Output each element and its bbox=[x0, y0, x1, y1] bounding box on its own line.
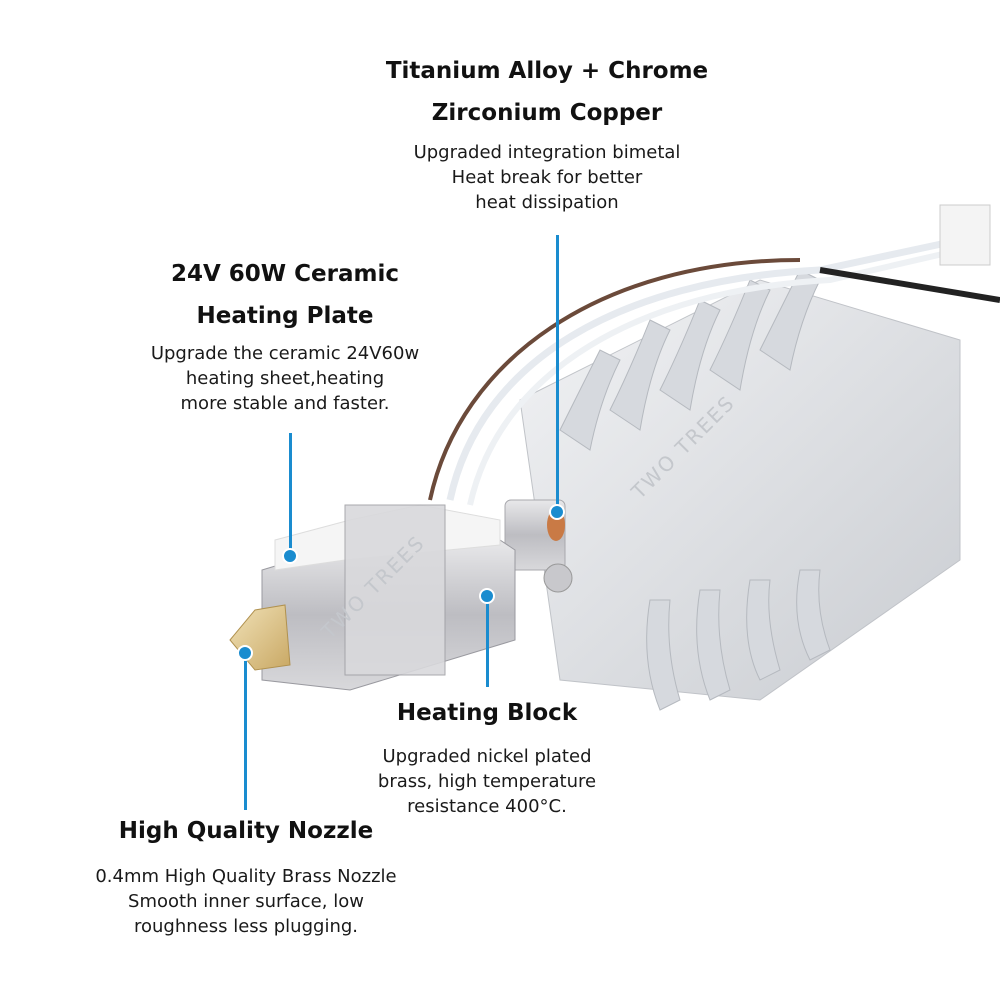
heatbreak-callout-dot bbox=[549, 504, 565, 520]
heating-block-desc-1: Upgraded nickel plated bbox=[382, 746, 592, 767]
heating-block-callout-dot bbox=[479, 588, 495, 604]
nozzle-callout-dot bbox=[237, 645, 253, 661]
connector bbox=[939, 204, 991, 266]
heating-plate-callout-line bbox=[289, 433, 292, 555]
nozzle-title: High Quality Nozzle bbox=[118, 818, 374, 844]
heatbreak-callout: Titanium Alloy + Chrome Zirconium Copper… bbox=[347, 50, 747, 215]
heatbreak-title-2: Zirconium Copper bbox=[431, 100, 663, 126]
heatbreak-desc-3: heat dissipation bbox=[475, 192, 619, 213]
heatsink bbox=[519, 269, 961, 711]
heating-block-callout-line bbox=[486, 595, 489, 687]
heating-plate-desc-2: heating sheet,heating bbox=[185, 368, 385, 389]
heatbreak-desc-1: Upgraded integration bimetal bbox=[413, 142, 681, 163]
nozzle-desc-2: Smooth inner surface, low bbox=[128, 891, 364, 912]
heating-block-title: Heating Block bbox=[396, 700, 578, 726]
heating-block-callout: Heating Block Upgraded nickel plated bra… bbox=[337, 692, 637, 819]
nozzle-desc-3: roughness less plugging. bbox=[133, 916, 358, 937]
heating-plate-desc-1: Upgrade the ceramic 24V60w bbox=[150, 343, 420, 364]
nozzle bbox=[229, 604, 291, 671]
nozzle-callout-line bbox=[244, 652, 247, 810]
nozzle-desc-1: 0.4mm High Quality Brass Nozzle bbox=[95, 866, 397, 887]
heating-block-desc-2: brass, high temperature bbox=[377, 771, 597, 792]
heating-plate-desc-3: more stable and faster. bbox=[180, 393, 390, 414]
nozzle-callout: High Quality Nozzle 0.4mm High Quality B… bbox=[46, 810, 446, 939]
heatbreak-title-1: Titanium Alloy + Chrome bbox=[385, 58, 709, 84]
heating-plate-title-2: Heating Plate bbox=[196, 303, 374, 329]
heating-plate-title-1: 24V 60W Ceramic bbox=[170, 261, 400, 287]
heating-plate-callout: 24V 60W Ceramic Heating Plate Upgrade th… bbox=[110, 253, 460, 416]
heating-block bbox=[261, 504, 516, 691]
heatbreak-callout-line bbox=[556, 235, 559, 510]
heating-block-desc-3: resistance 400°C. bbox=[407, 796, 567, 817]
heatbreak-desc-2: Heat break for better bbox=[451, 167, 643, 188]
heating-plate-callout-dot bbox=[282, 548, 298, 564]
